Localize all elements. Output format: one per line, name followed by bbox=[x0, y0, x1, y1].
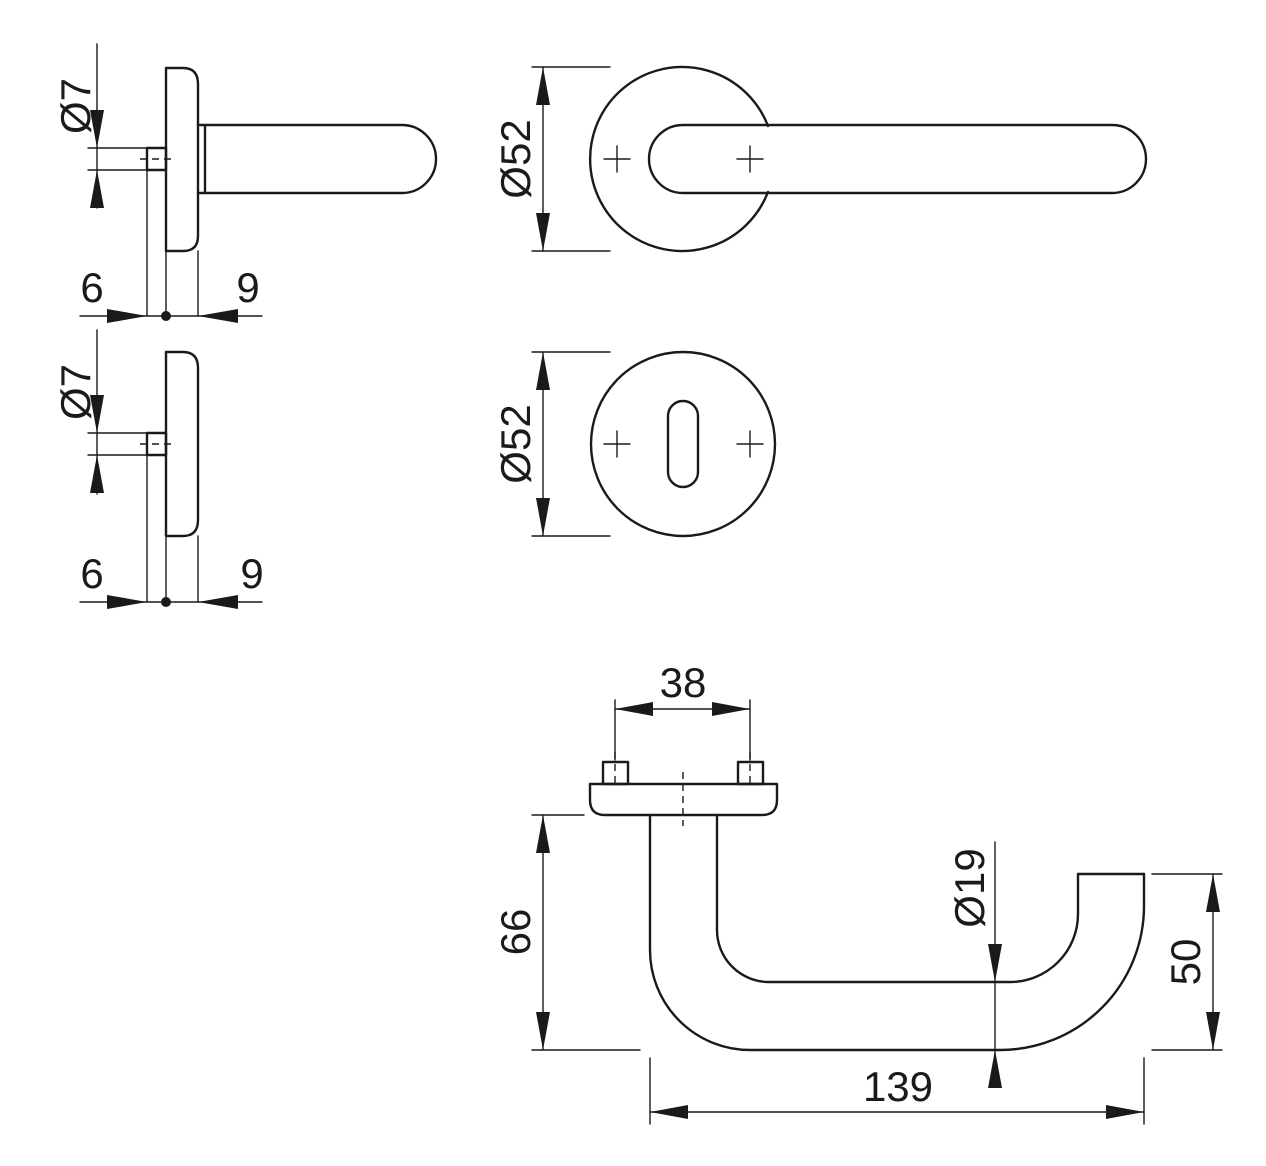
lever-front-view bbox=[531, 65, 1148, 253]
key-rose-side-profile bbox=[79, 329, 263, 609]
lever-side-profile bbox=[79, 43, 438, 323]
dim-lever-rose-diameter: Ø52 bbox=[492, 119, 539, 198]
dim-screw-spacing: 38 bbox=[660, 659, 707, 706]
lever-top-view bbox=[531, 699, 1223, 1125]
dim-rose-bottom-right: 9 bbox=[240, 550, 263, 597]
dim-lever-tube-diameter: Ø19 bbox=[946, 848, 993, 927]
dim-rose-bottom-diameter: Ø7 bbox=[52, 364, 99, 420]
dim-rose-top-right: 9 bbox=[236, 264, 259, 311]
dim-lever-length: 139 bbox=[863, 1063, 933, 1110]
dim-rose-bottom-left: 6 bbox=[80, 550, 103, 597]
dim-key-rose-diameter: Ø52 bbox=[492, 404, 539, 483]
dim-lever-return: 50 bbox=[1162, 939, 1209, 986]
dim-rose-top-diameter: Ø7 bbox=[52, 78, 99, 134]
dim-lever-height: 66 bbox=[492, 909, 539, 956]
dim-rose-top-left: 6 bbox=[80, 264, 103, 311]
key-rose-front-view bbox=[531, 350, 777, 538]
